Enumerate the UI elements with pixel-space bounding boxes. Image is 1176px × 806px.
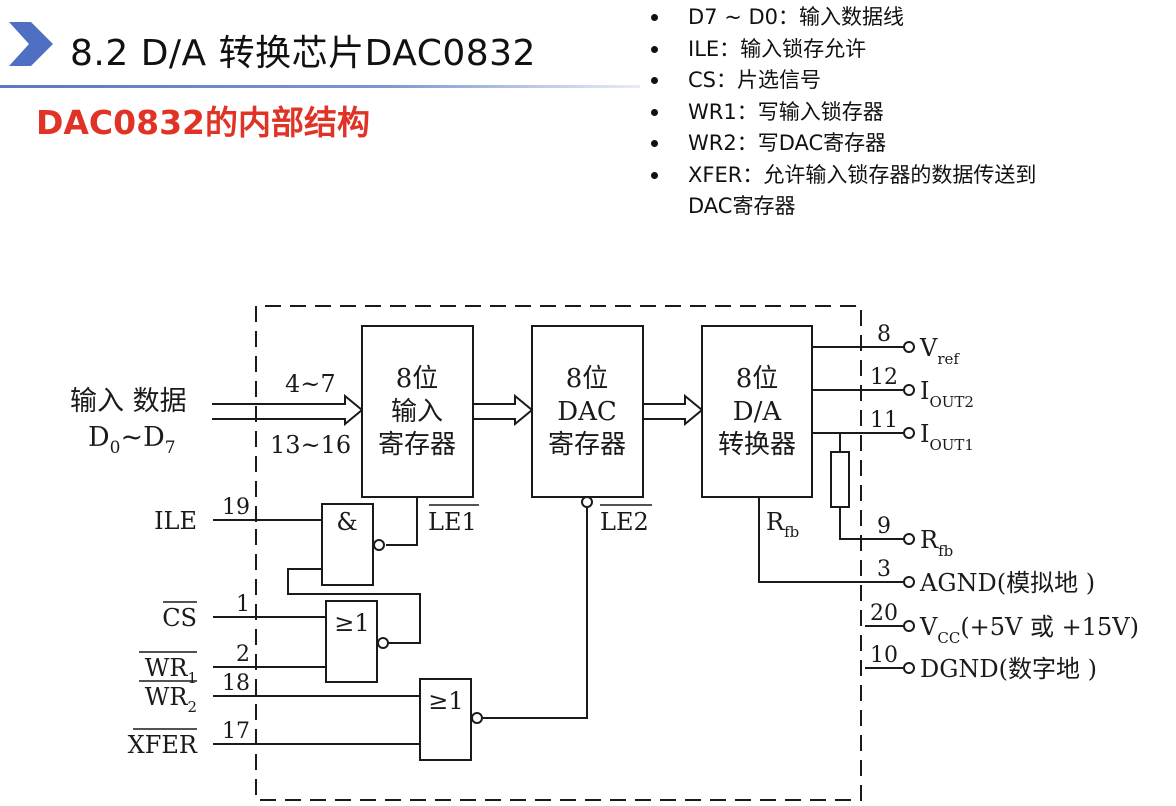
le2-label: LE2 [600,508,649,536]
pin-number-wr1: 2 [236,642,250,667]
bus-pins-top: 4~7 [285,370,336,398]
list-item: WR1：写输入锁存器 [648,97,1148,129]
converter-label-line1: 8位 [736,364,779,394]
pin-label-xfer: XFER [128,731,198,759]
pin-number-ile: 19 [222,495,250,520]
nor-gate-1-symbol: ≥1 [334,609,369,637]
list-item: XFER：允许输入锁存器的数据传送到 DAC寄存器 [648,160,1148,223]
signal-definition-list: D7 ~ D0：输入数据线 ILE：输入锁存允许 CS：片选信号 WR1：写输入… [648,2,1148,223]
input-bus-arrow [212,393,364,427]
bullet-icon [651,108,658,116]
wire-le2 [483,507,588,719]
input-data-range: D0~D7 [88,422,176,458]
wire-rfb-internal [758,497,904,583]
pin-number-agnd: 3 [877,557,891,582]
bullet-icon [651,77,658,84]
bullet-icon [651,140,658,147]
converter-label-line3: 转换器 [718,430,796,460]
and-gate-inversion-bubble [373,539,385,551]
feedback-resistor [830,451,850,508]
pin-number-dgnd: 10 [870,643,898,668]
bullet-icon [651,45,658,53]
list-item-text-continued: DAC寄存器 [688,194,796,218]
pin-terminal-vcc [903,620,915,632]
bus-pins-bottom: 13~16 [270,431,351,459]
dac-register-block [531,325,644,498]
pin-terminal-rfb [903,533,915,545]
input-register-label-line3: 寄存器 [378,430,456,460]
and-gate [321,503,374,586]
pin-label-dgnd: DGND(数字地 ) [920,655,1097,683]
list-item-text: XFER：允许输入锁存器的数据传送到 [688,162,1037,187]
dac-register-label-line2: DAC [557,397,617,427]
dac-register-label-line3: 寄存器 [548,430,626,460]
list-item: CS：片选信号 [648,65,1148,97]
pin-label-iout1: IOUT1 [920,420,974,454]
wire-le1 [386,497,418,546]
pin-number-iout1: 11 [870,408,898,433]
le2-inversion-bubble [581,496,593,508]
title-divider [0,85,640,88]
section-subtitle: DAC0832的内部结构 [36,103,370,142]
pin-terminal-agnd [903,576,915,588]
converter-label-line2: D/A [733,397,783,427]
pin-label-wr2: WR2 [145,683,197,716]
list-item-text: WR1：写输入锁存器 [688,99,884,124]
pin-label-wr1: WR1 [145,654,197,687]
pin-label-iout2: IOUT2 [920,377,974,411]
list-item-text: D7 ~ D0：输入数据线 [688,5,905,29]
pin-label-vcc: VCC(+5V 或 +15V) [919,613,1139,647]
wire-feedback-resistor [839,433,904,540]
right-pin-group: 8 Vref 12 IOUT2 11 IOUT1 9 Rfb 3 AGND(模拟地 ) 20 VCC(… [870,322,1139,683]
pin-number-wr2: 18 [222,671,250,696]
dac0832-block-diagram: 输入 数据 D0~D7 4~7 13~16 8位 输入 寄存器 8位 DAC 寄… [70,305,1139,801]
pin-terminal-dgnd [903,662,915,674]
pin-label-ile: ILE [154,507,197,535]
pin-label-vref: Vref [919,334,960,368]
bus-arrow-to-dac-register [473,393,534,427]
nor-gate-2 [419,678,472,761]
input-register-label-line2: 输入 [391,397,443,427]
pin-number-vref: 8 [877,322,891,347]
dac-register-label-line1: 8位 [566,364,609,394]
list-item-text: WR2：写DAC寄存器 [688,131,887,155]
input-register-label-line1: 8位 [396,364,439,394]
pin-number-xfer: 17 [222,719,250,744]
page-title: 8.2 D/A 转换芯片DAC0832 [70,33,536,74]
list-item: ILE：输入锁存允许 [648,34,1148,66]
nor-gate-2-symbol: ≥1 [428,687,463,715]
chip-boundary [255,305,862,801]
list-item: D7 ~ D0：输入数据线 [648,2,1148,34]
input-data-label: 输入 数据 [70,386,187,417]
rfb-internal-label: Rfb [766,508,799,541]
list-item: WR2：写DAC寄存器 [648,128,1148,160]
bullet-icon [651,14,658,21]
nor-gate-2-inversion-bubble [471,712,483,724]
chevron-right-icon [9,22,53,66]
pin-label-cs: CS [162,604,197,632]
left-pin-group: 19 ILE 1 CS 2 WR1 18 WR2 17 XFER [128,495,250,759]
pin-number-cs: 1 [236,592,250,617]
da-converter-block [701,325,813,498]
nor-gate-1-inversion-bubble [377,637,389,649]
pin-terminal-vref [903,341,915,353]
bullet-icon [651,171,658,179]
and-gate-symbol: & [336,508,357,536]
pin-terminal-iout2 [903,384,915,396]
list-item-text: ILE：输入锁存允许 [688,36,867,61]
list-item-text: CS：片选信号 [688,68,821,92]
pin-terminal-iout1 [903,427,915,439]
nor-gate-1 [325,600,378,683]
bus-arrow-to-converter [643,393,704,427]
pin-number-iout2: 12 [870,365,898,390]
pin-number-rfb: 9 [877,514,891,539]
pin-label-agnd: AGND(模拟地 ) [919,569,1095,597]
pin-label-rfb: Rfb [920,526,953,560]
le1-label: LE1 [428,508,477,536]
pin-number-vcc: 20 [870,601,898,626]
